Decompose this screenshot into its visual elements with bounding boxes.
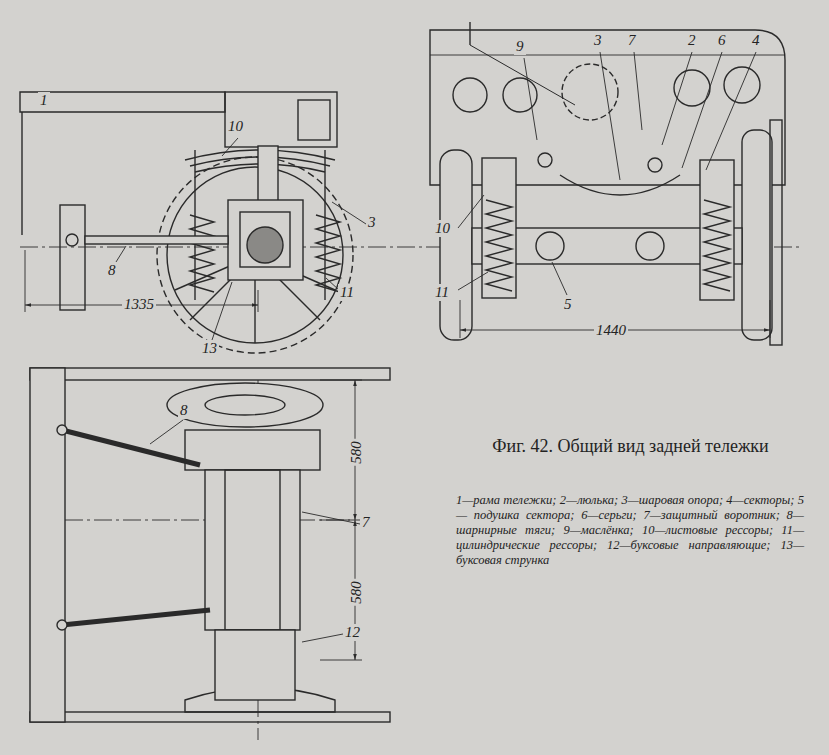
plan-view-part bbox=[30, 368, 390, 380]
side-view-part bbox=[240, 212, 290, 267]
callout-number: 6 bbox=[716, 32, 728, 49]
end-view-part bbox=[469, 22, 470, 45]
end-view-part bbox=[634, 52, 642, 130]
dimension-label: 580 bbox=[348, 439, 365, 466]
end-view-part bbox=[458, 195, 484, 228]
end-view-part bbox=[700, 160, 734, 300]
end-view-part bbox=[648, 158, 662, 172]
callout-number: 4 bbox=[750, 32, 762, 49]
side-view-part bbox=[190, 215, 214, 292]
callout-number: 2 bbox=[686, 32, 698, 49]
figure-caption: 1—рама тележки; 2—люлька; 3—шаровая опор… bbox=[456, 493, 804, 568]
end-view-part bbox=[742, 130, 772, 340]
plan-view-part bbox=[62, 430, 200, 465]
figure-title: Фиг. 42. Общий вид задней тележки bbox=[458, 436, 803, 457]
plan-view-part bbox=[30, 712, 390, 722]
plan-view-part bbox=[302, 512, 360, 524]
callout-number: 11 bbox=[338, 284, 356, 301]
end-view-part bbox=[704, 200, 730, 291]
end-view-part bbox=[453, 78, 487, 112]
side-view-part bbox=[247, 227, 283, 263]
side-view-part bbox=[85, 236, 228, 244]
end-view-part bbox=[536, 232, 564, 260]
side-view-part bbox=[225, 92, 337, 147]
end-view-part bbox=[486, 200, 512, 291]
side-view-part bbox=[194, 150, 195, 300]
end-view-part bbox=[662, 52, 692, 145]
side-view-part bbox=[332, 202, 366, 224]
plan-view-part bbox=[225, 470, 280, 630]
callout-number: 7 bbox=[360, 514, 372, 531]
end-view-part bbox=[706, 52, 756, 170]
end-view-part bbox=[440, 150, 472, 340]
plan-view-part bbox=[57, 425, 67, 435]
side-view-part bbox=[212, 282, 232, 340]
callout-number: 7 bbox=[626, 32, 638, 49]
plan-view-part bbox=[150, 420, 183, 444]
callout-number: 8 bbox=[106, 262, 118, 279]
callout-number: 11 bbox=[433, 284, 451, 301]
end-view-part bbox=[460, 300, 461, 338]
side-view-part bbox=[298, 100, 330, 140]
side-view-part bbox=[228, 200, 303, 280]
end-view-part bbox=[600, 52, 620, 180]
plan-view-part bbox=[205, 395, 285, 415]
side-view-part bbox=[20, 92, 225, 112]
end-view-part bbox=[482, 158, 516, 298]
plan-view-part bbox=[57, 620, 67, 630]
side-view bbox=[20, 92, 800, 353]
callout-number: 9 bbox=[514, 38, 526, 55]
callout-number: 1 bbox=[38, 92, 50, 109]
callout-number: 8 bbox=[178, 402, 190, 419]
side-view-part bbox=[60, 205, 85, 310]
callout-number: 5 bbox=[562, 296, 574, 313]
side-view-part bbox=[25, 250, 26, 312]
plan-view-part bbox=[320, 660, 362, 661]
side-view-part bbox=[167, 167, 343, 343]
end-view-part bbox=[552, 262, 567, 295]
end-view-part bbox=[430, 55, 785, 56]
side-view-part bbox=[222, 138, 238, 156]
end-view-part bbox=[770, 120, 782, 345]
side-view-part bbox=[258, 290, 259, 312]
side-view-part bbox=[116, 246, 126, 262]
plan-view bbox=[30, 368, 390, 740]
dimension-label: 1440 bbox=[594, 322, 628, 339]
callout-number: 10 bbox=[433, 220, 452, 237]
callout-number: 3 bbox=[592, 32, 604, 49]
side-view-part bbox=[258, 146, 278, 202]
plan-view-part bbox=[62, 610, 210, 625]
callout-number: 3 bbox=[366, 214, 378, 231]
side-view-part bbox=[316, 215, 340, 292]
plan-view-part bbox=[215, 630, 295, 700]
dimension-label: 580 bbox=[348, 579, 365, 606]
plan-view-part bbox=[302, 634, 343, 642]
plan-view-part bbox=[205, 470, 300, 630]
callout-number: 13 bbox=[200, 340, 219, 357]
plan-view-part bbox=[185, 430, 320, 470]
plan-view-part bbox=[167, 383, 323, 427]
side-view-part bbox=[66, 234, 78, 246]
plan-view-part bbox=[30, 368, 65, 722]
end-view-part bbox=[636, 232, 664, 260]
end-view-part bbox=[674, 70, 710, 106]
end-view bbox=[430, 22, 785, 345]
callout-number: 12 bbox=[343, 624, 362, 641]
end-view-part bbox=[538, 153, 552, 167]
side-view-part bbox=[21, 112, 22, 235]
end-view-part bbox=[770, 300, 771, 338]
end-view-part bbox=[458, 272, 488, 290]
plan-view-part bbox=[320, 380, 362, 381]
callout-number: 10 bbox=[226, 118, 245, 135]
end-view-part bbox=[524, 58, 537, 140]
dimension-label: 1335 bbox=[122, 296, 156, 313]
side-view-part bbox=[324, 150, 325, 300]
end-view-part bbox=[682, 52, 722, 168]
side-view-part bbox=[157, 157, 353, 353]
